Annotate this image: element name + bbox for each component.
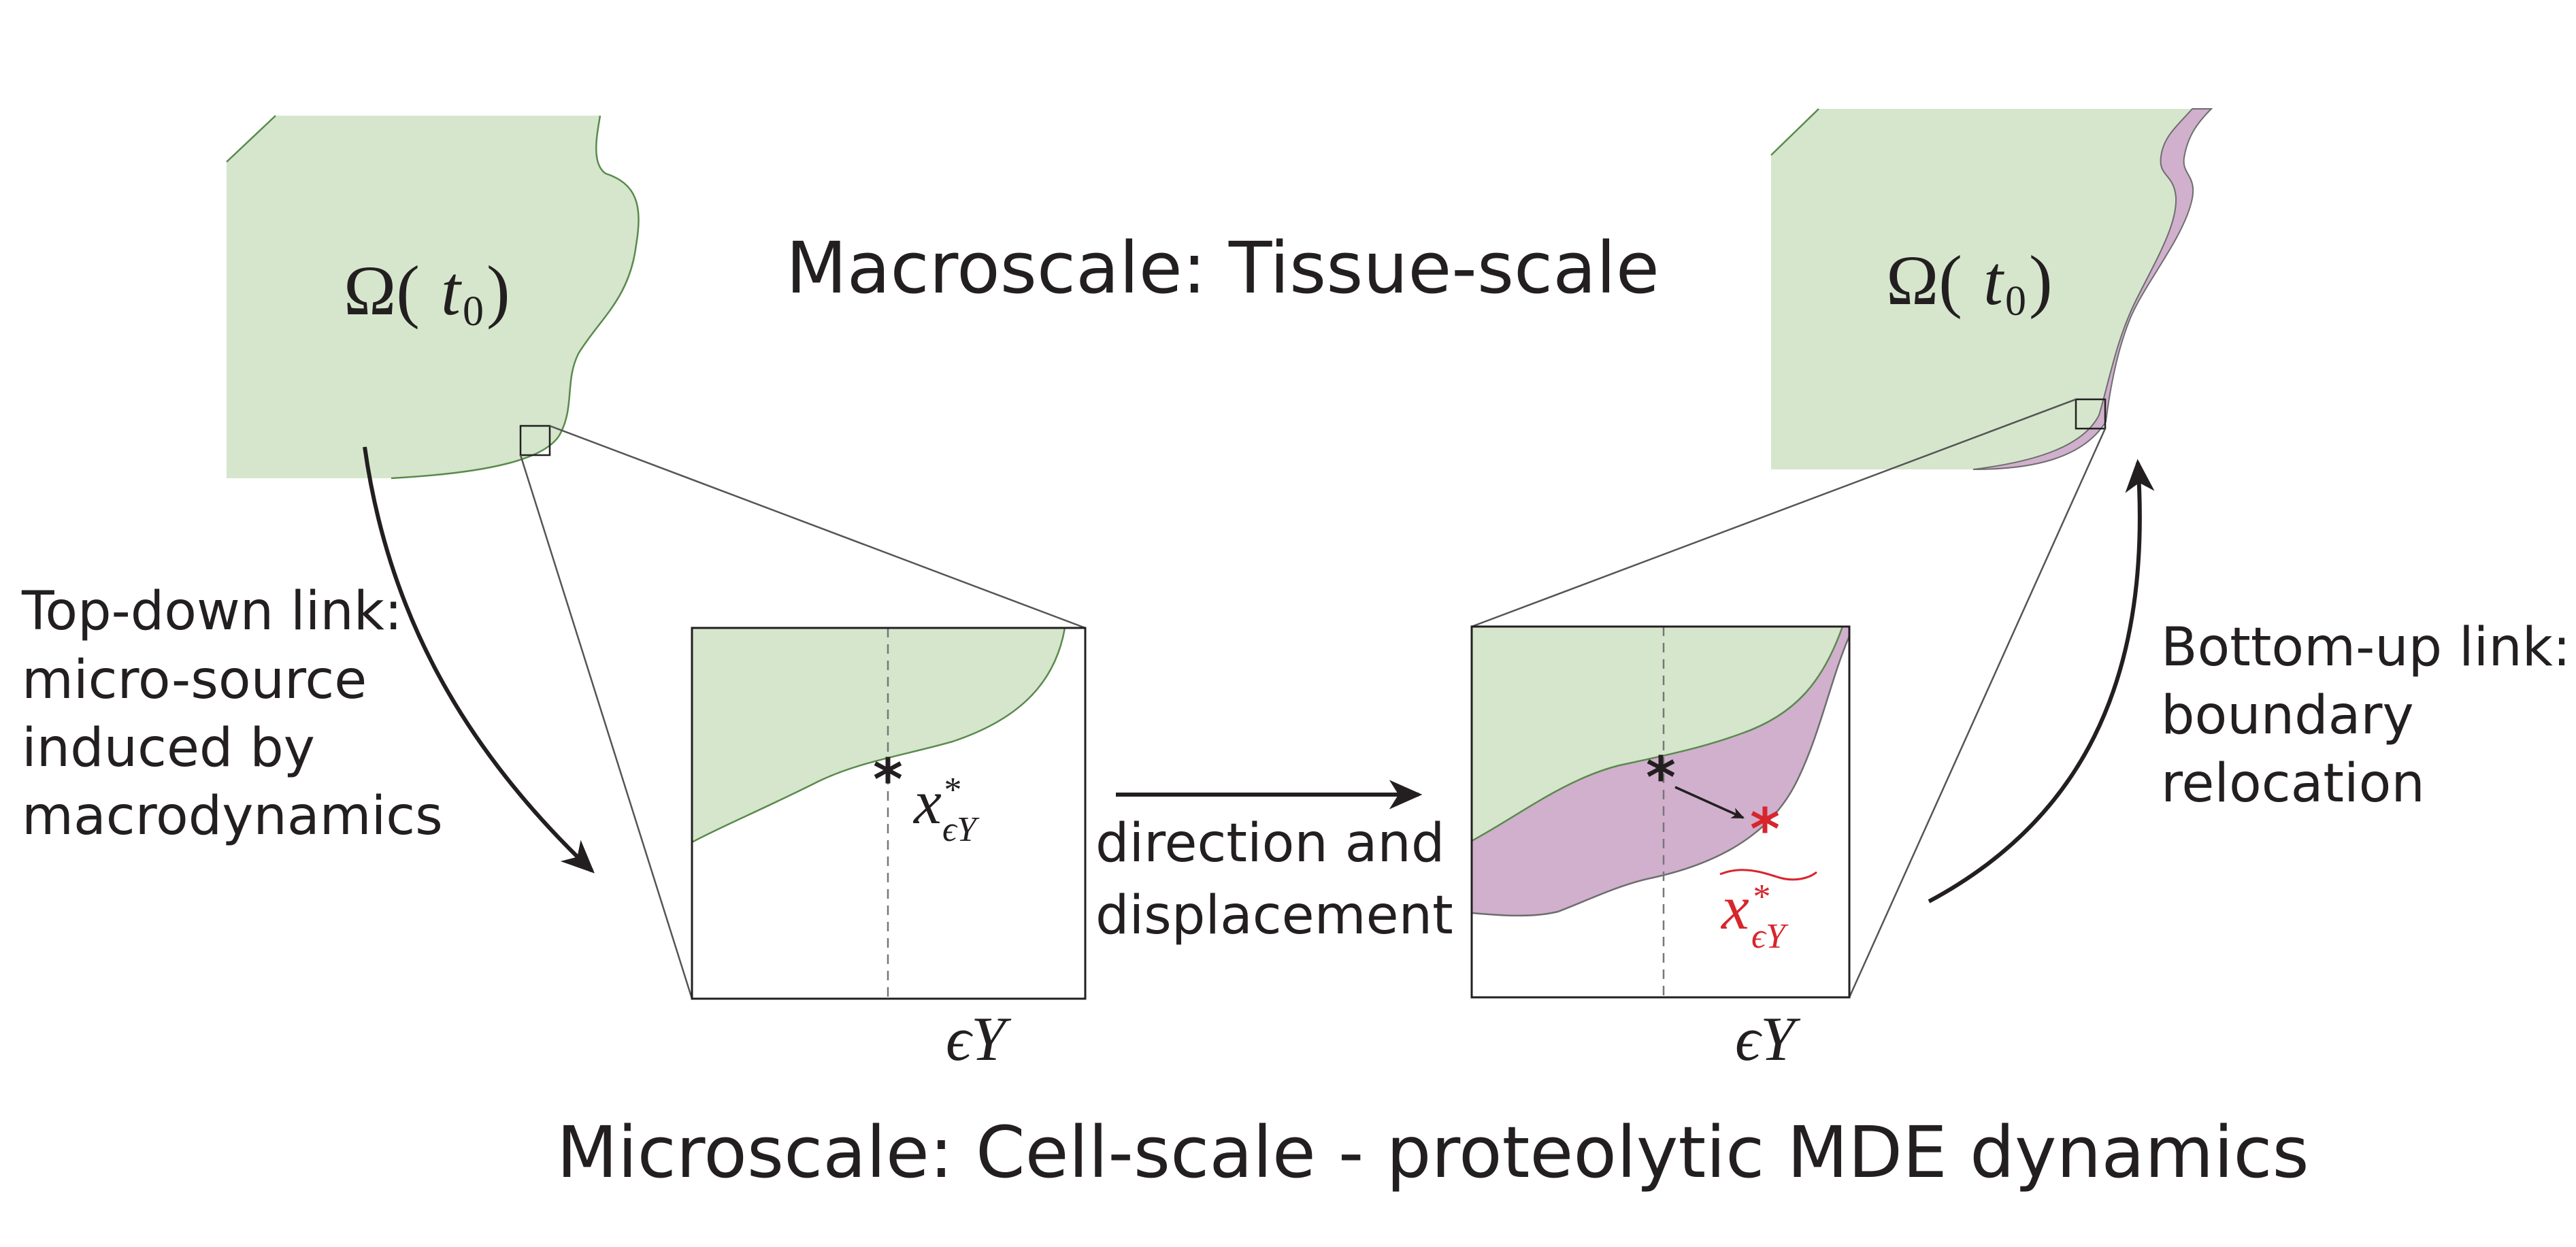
left-cell-panel: * x * ϵY ϵY [691,627,1087,1074]
right-degraded-region [1972,108,2213,470]
top-down-link-text: Top-down link: micro-source induced by m… [21,581,443,847]
curved-arrow-up-icon [1928,459,2155,903]
right-tissue-domain: Ω( t 0 ) [1770,108,2213,470]
right-cell-panel: * * x * ϵY ϵY [1470,625,1851,1074]
right-cell-old-boundary [1472,627,1844,842]
left-cell-axis-label: ϵY [946,1004,1012,1074]
x-label: x [912,767,942,837]
macroscale-title: Macroscale: Tissue-scale [786,227,1659,310]
right-cell-point-label: x * ϵY [1719,869,1817,956]
right-cell-axis-label: ϵY [1735,1004,1801,1074]
x-subscript: ϵY [1751,917,1789,956]
right-cell-degraded-region [1472,627,1849,916]
left-domain-label: Ω( t 0 ) [344,252,510,335]
closing-paren: ) [486,252,510,330]
bottom-up-line-2: boundary [2161,685,2414,746]
top-down-line-1: Top-down link: [21,581,402,642]
left-cell-frame [691,627,1087,1000]
x-subscript: ϵY [942,810,980,849]
middle-line-1: direction and [1095,813,1444,874]
middle-arrow-text: direction and displacement [1095,813,1453,946]
time-subscript: 0 [2005,278,2026,325]
middle-line-2: displacement [1095,885,1453,946]
omega-symbol: Ω( [344,252,420,330]
displacement-arrow-icon [1674,786,1745,819]
right-zoom-lines [1471,398,2107,998]
top-down-line-4: macrodynamics [22,786,443,847]
right-cell-tissue-region [1472,627,1843,841]
closing-paren: ) [2029,242,2053,320]
bottom-up-link-text: Bottom-up link: boundary relocation [2161,617,2571,814]
right-old-boundary [1770,108,1819,156]
right-cell-new-star: * [1750,796,1780,863]
top-down-line-3: induced by [22,718,315,779]
top-down-line-2: micro-source [22,650,367,711]
right-zoom-box [2075,398,2107,430]
left-tissue-region [227,116,639,478]
left-zoom-lines [519,425,1086,999]
right-domain-label: Ω( t 0 ) [1886,242,2053,325]
left-cell-star: * [873,746,903,813]
left-cell-point-label: x * ϵY [912,767,980,849]
tilde-accent [1719,869,1817,881]
x-superscript: * [942,771,960,810]
x-label: x [1720,873,1749,942]
microscale-title: Microscale: Cell-scale - proteolytic MDE… [557,1111,2309,1194]
curved-arrow-down-icon [363,446,595,874]
left-cell-tissue-region [692,628,1065,842]
left-cell-boundary [692,628,1066,844]
time-subscript: 0 [463,288,484,335]
left-zoom-box [519,425,551,456]
right-cell-old-star: * [1646,744,1676,811]
x-superscript: * [1751,878,1769,916]
right-cell-new-boundary [1472,635,1849,917]
right-tissue-region [1771,109,2192,469]
time-variable: t [1983,242,2004,320]
omega-symbol: Ω( [1886,242,1962,320]
bottom-up-line-3: relocation [2161,753,2425,814]
bottom-up-line-1: Bottom-up link: [2161,617,2571,678]
time-variable: t [441,252,462,330]
right-cell-frame [1470,625,1851,999]
left-tissue-domain: Ω( t 0 ) [226,115,640,480]
